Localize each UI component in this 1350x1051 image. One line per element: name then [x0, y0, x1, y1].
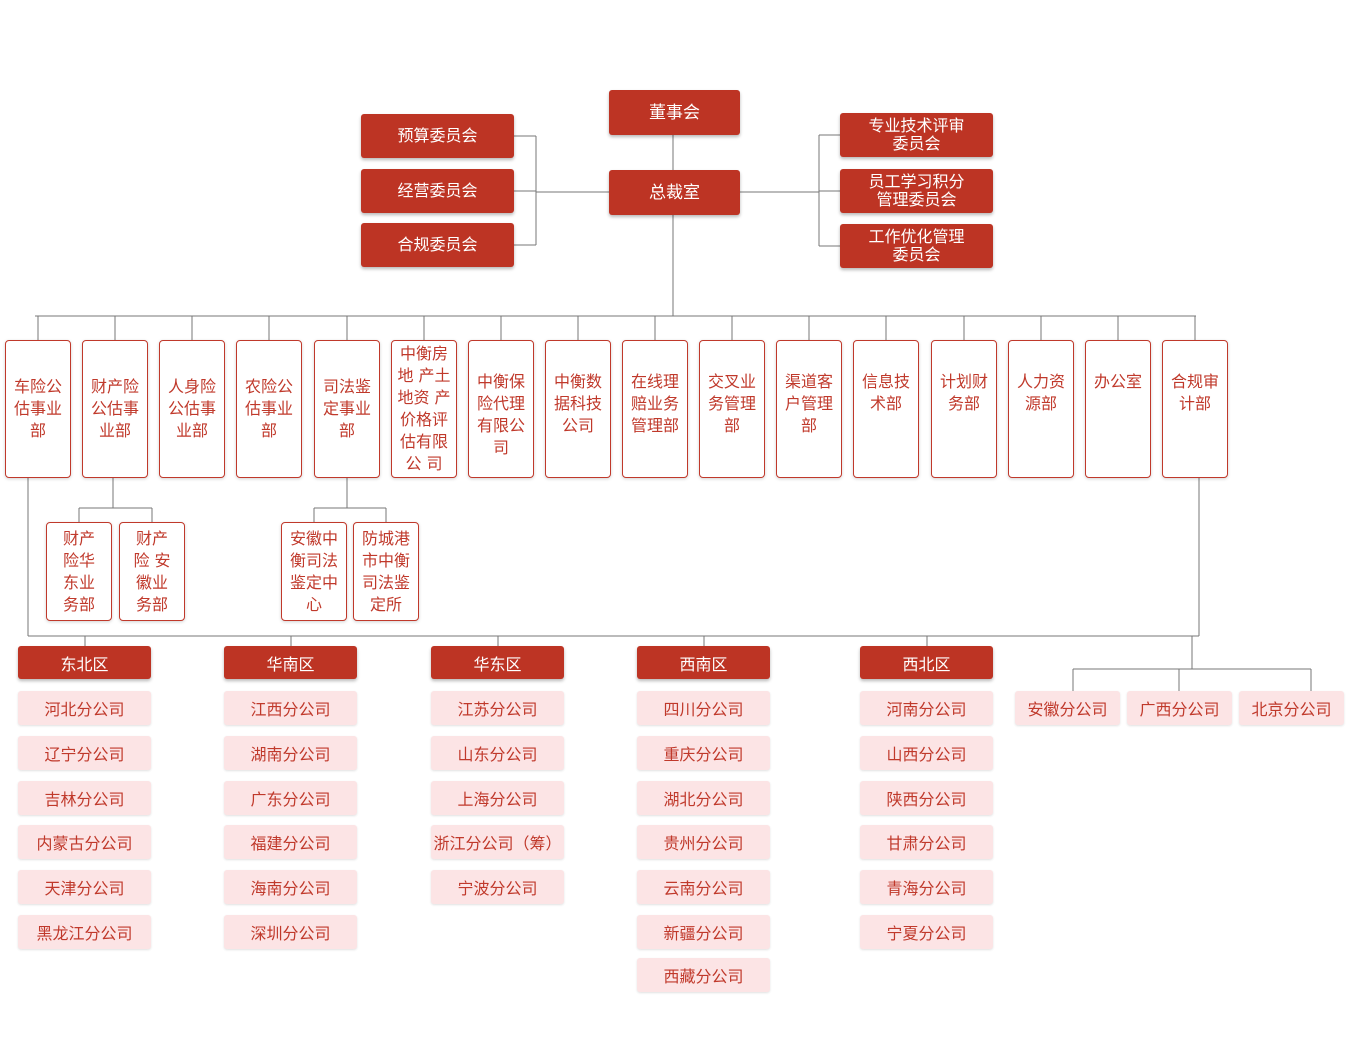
property-anhui-box[interactable]: 财产 险 安 徽业 务部 — [119, 522, 185, 621]
fangchenggang-judicial-box[interactable]: 防城港 市中衡 司法鉴 定所 — [353, 522, 419, 621]
branch-item[interactable]: 海南分公司 — [224, 870, 357, 904]
branch-beijing[interactable]: 北京分公司 — [1239, 691, 1344, 725]
anhui-judicial-center-box[interactable]: 安徽中 衡司法 鉴定中 心 — [281, 522, 347, 621]
branch-guangxi[interactable]: 广西分公司 — [1127, 691, 1232, 725]
branch-item[interactable]: 陕西分公司 — [860, 781, 993, 815]
branch-item[interactable]: 新疆分公司 — [637, 915, 770, 949]
branch-item[interactable]: 山西分公司 — [860, 736, 993, 770]
dept-hr[interactable]: 人力资 源部 — [1008, 340, 1074, 478]
dept-office[interactable]: 办公室 — [1085, 340, 1151, 478]
dept-judicial[interactable]: 司法鉴 定事业 部 — [314, 340, 380, 478]
region-northwest-header[interactable]: 西北区 — [860, 646, 993, 679]
technical-review-committee-box[interactable]: 专业技术评审 委员会 — [840, 113, 993, 157]
branch-item[interactable]: 吉林分公司 — [18, 781, 151, 815]
branch-item[interactable]: 江苏分公司 — [431, 691, 564, 725]
branch-item[interactable]: 深圳分公司 — [224, 915, 357, 949]
region-east-header[interactable]: 华东区 — [431, 646, 564, 679]
region-south-header[interactable]: 华南区 — [224, 646, 357, 679]
branch-item[interactable]: 湖北分公司 — [637, 781, 770, 815]
branch-item[interactable]: 山东分公司 — [431, 736, 564, 770]
branch-item[interactable]: 浙江分公司（筹） — [431, 825, 564, 859]
branch-item[interactable]: 四川分公司 — [637, 691, 770, 725]
branch-item[interactable]: 广东分公司 — [224, 781, 357, 815]
branch-item[interactable]: 宁夏分公司 — [860, 915, 993, 949]
budget-committee-box[interactable]: 预算委员会 — [361, 114, 514, 158]
branch-item[interactable]: 云南分公司 — [637, 870, 770, 904]
branch-item[interactable]: 宁波分公司 — [431, 870, 564, 904]
dept-online-claims[interactable]: 在线理 赔业务 管理部 — [622, 340, 688, 478]
dept-channel[interactable]: 渠道客 户管理 部 — [776, 340, 842, 478]
branch-item[interactable]: 甘肃分公司 — [860, 825, 993, 859]
branch-item[interactable]: 贵州分公司 — [637, 825, 770, 859]
branch-item[interactable]: 江西分公司 — [224, 691, 357, 725]
dept-auto[interactable]: 车险公 估事业 部 — [5, 340, 71, 478]
branch-item[interactable]: 青海分公司 — [860, 870, 993, 904]
president-office-box[interactable]: 总裁室 — [609, 170, 740, 215]
branch-anhui[interactable]: 安徽分公司 — [1015, 691, 1120, 725]
dept-data-tech[interactable]: 中衡数 据科技 公司 — [545, 340, 611, 478]
dept-life[interactable]: 人身险 公估事 业部 — [159, 340, 225, 478]
branch-item[interactable]: 辽宁分公司 — [18, 736, 151, 770]
dept-finance[interactable]: 计划财 务部 — [931, 340, 997, 478]
dept-audit[interactable]: 合规审 计部 — [1162, 340, 1228, 478]
dept-real-estate[interactable]: 中衡房 地 产土 地资 产 价格评 估有限 公 司 — [391, 340, 457, 478]
branch-item[interactable]: 河北分公司 — [18, 691, 151, 725]
branch-item[interactable]: 内蒙古分公司 — [18, 825, 151, 859]
learning-points-committee-box[interactable]: 员工学习积分 管理委员会 — [840, 169, 993, 213]
branch-item[interactable]: 河南分公司 — [860, 691, 993, 725]
work-optimization-committee-box[interactable]: 工作优化管理 委员会 — [840, 224, 993, 268]
branch-item[interactable]: 黑龙江分公司 — [18, 915, 151, 949]
dept-agency[interactable]: 中衡保 险代理 有限公 司 — [468, 340, 534, 478]
branch-item[interactable]: 重庆分公司 — [637, 736, 770, 770]
branch-item[interactable]: 湖南分公司 — [224, 736, 357, 770]
branch-item[interactable]: 福建分公司 — [224, 825, 357, 859]
board-box[interactable]: 董事会 — [609, 90, 740, 135]
branch-item[interactable]: 天津分公司 — [18, 870, 151, 904]
property-east-china-box[interactable]: 财产 险华 东业 务部 — [46, 522, 112, 621]
operation-committee-box[interactable]: 经营委员会 — [361, 169, 514, 213]
dept-it[interactable]: 信息技 术部 — [853, 340, 919, 478]
region-southwest-header[interactable]: 西南区 — [637, 646, 770, 679]
dept-agri[interactable]: 农险公 估事业 部 — [236, 340, 302, 478]
branch-item[interactable]: 西藏分公司 — [637, 958, 770, 992]
region-northeast-header[interactable]: 东北区 — [18, 646, 151, 679]
dept-property[interactable]: 财产险 公估事 业部 — [82, 340, 148, 478]
dept-cross-business[interactable]: 交叉业 务管理 部 — [699, 340, 765, 478]
branch-item[interactable]: 上海分公司 — [431, 781, 564, 815]
compliance-committee-box[interactable]: 合规委员会 — [361, 223, 514, 267]
